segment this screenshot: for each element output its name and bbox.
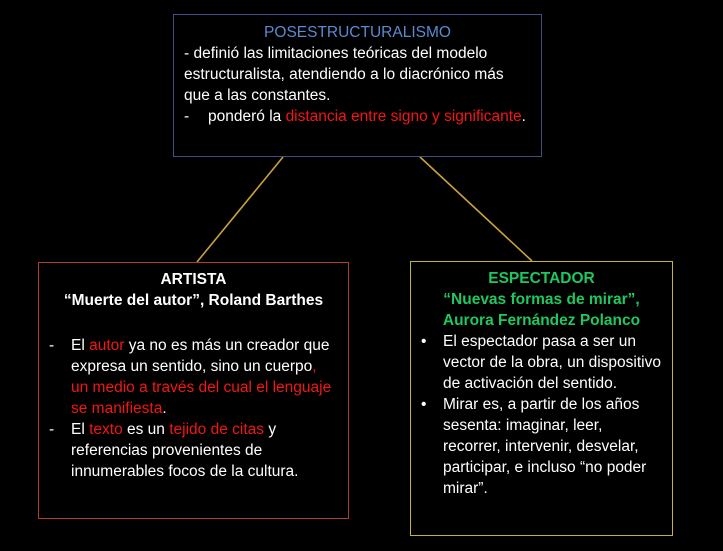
item-text-part: ya no es más un creador que expresa un s…: [71, 337, 330, 375]
espectador-item-text: El espectador pasa a ser un vector de la…: [443, 333, 661, 392]
dash-marker: -: [49, 337, 55, 354]
espectador-subtitle: “Nuevas formas de mirar”, Aurora Fernánd…: [442, 291, 641, 329]
artista-title: ARTISTA: [160, 271, 227, 288]
spacer: [49, 311, 338, 332]
item-text-part: El: [71, 337, 90, 354]
bullet-marker: •: [421, 333, 427, 350]
bullet-marker: •: [421, 396, 427, 413]
espectador-title: ESPECTADOR: [488, 270, 595, 287]
dash-marker: -: [184, 108, 190, 125]
highlight-text: distancia entre signo y significante: [285, 108, 522, 125]
artista-item-2: - El texto es un tejido de citas y refer…: [49, 419, 338, 482]
highlight-text: tejido de citas: [169, 421, 265, 438]
dash-marker: -: [49, 421, 55, 438]
posestructuralismo-title: POSESTRUCTURALISMO: [264, 24, 451, 41]
item-text-part: es un: [122, 421, 170, 438]
espectador-item-1: • El espectador pasa a ser un vector de …: [419, 331, 664, 394]
highlight-text: autor: [89, 337, 125, 354]
highlight-text: texto: [89, 421, 123, 438]
posestructuralismo-box: POSESTRUCTURALISMO - definió las limitac…: [173, 14, 542, 157]
artista-item-1: - El autor ya no es más un creador que e…: [49, 335, 338, 419]
item-text-part: .: [162, 400, 167, 417]
espectador-box: ESPECTADOR “Nuevas formas de mirar”, Aur…: [410, 261, 673, 536]
posestructuralismo-line1: - definió las limitaciones teóricas del …: [184, 45, 504, 104]
item-text-part: El: [71, 421, 90, 438]
espectador-item-2: • Mirar es, a partir de los años sesenta…: [419, 394, 664, 499]
espectador-item-text: Mirar es, a partir de los años sesenta: …: [443, 396, 647, 497]
connector-right: [419, 156, 533, 262]
item-text-part: ponderó la: [208, 108, 286, 125]
highlight-text: , un medio a través del cual el lenguaje…: [71, 358, 332, 417]
artista-subtitle: “Muerte del autor”, Roland Barthes: [63, 292, 324, 309]
item-text-part: y referencias provenientes de innumerabl…: [71, 421, 299, 480]
connector-left: [196, 156, 284, 263]
artista-box: ARTISTA “Muerte del autor”, Roland Barth…: [38, 262, 349, 519]
item-text-part: .: [521, 108, 526, 125]
posestructuralismo-item: - ponderó la distancia entre signo y sig…: [184, 106, 531, 127]
